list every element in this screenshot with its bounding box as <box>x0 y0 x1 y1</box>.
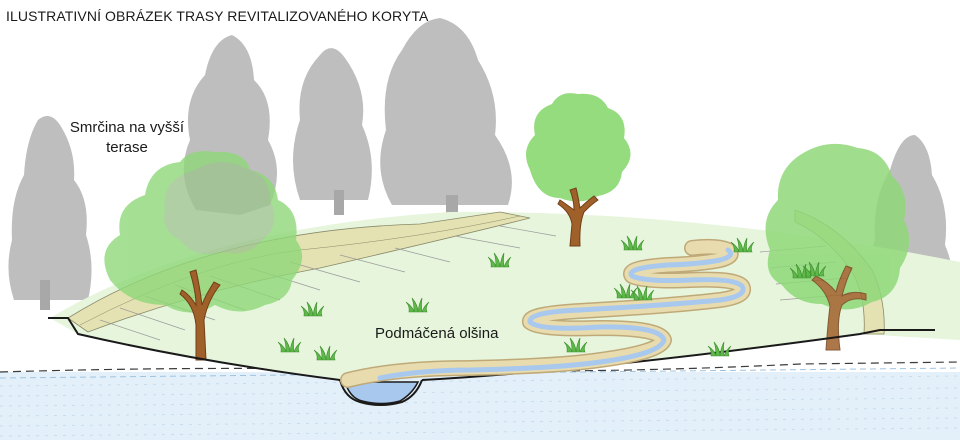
deciduous-tree-icon-center <box>526 93 631 247</box>
deciduous-tree-icon-right <box>765 143 910 351</box>
diagram-title: ILUSTRATIVNÍ OBRÁZEK TRASY REVITALIZOVAN… <box>6 8 429 24</box>
deciduous-tree-icon-left-trunk <box>179 269 221 361</box>
river-cross-section <box>343 381 420 405</box>
groundwater-zone <box>0 361 960 440</box>
deciduous-tree-icon <box>104 151 303 313</box>
label-wet-alder: Podmáčená olšina <box>375 325 499 342</box>
label-spruce-forest: Smrčina na vyšší terase <box>69 119 185 156</box>
terrain-outline <box>48 317 935 406</box>
meandering-river <box>340 238 751 388</box>
